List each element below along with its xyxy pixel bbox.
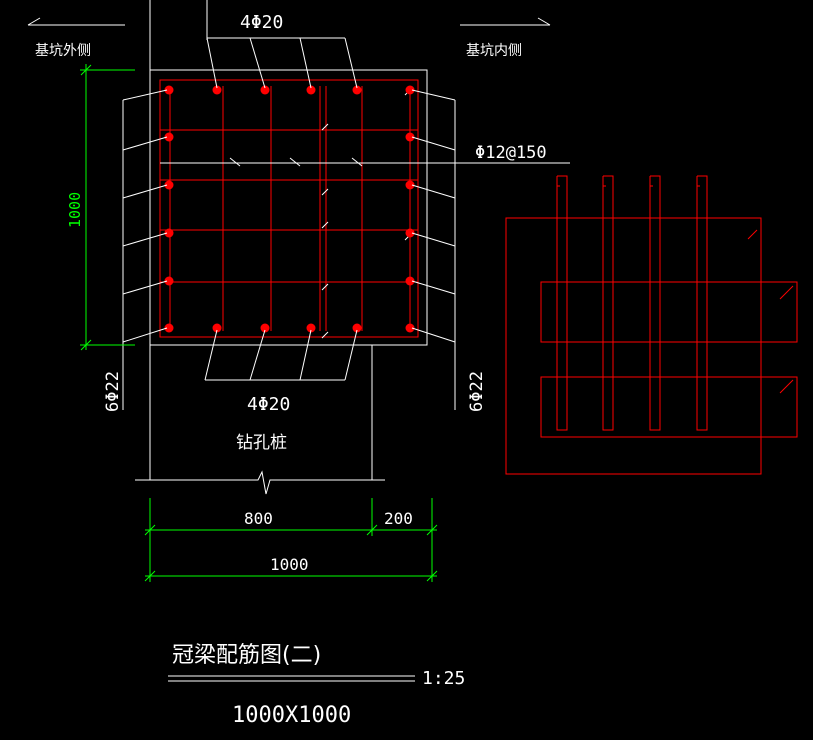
left-side-rebar-label: 6Φ22: [103, 371, 123, 412]
right-side-rebar-label: 6Φ22: [467, 371, 487, 412]
dim-800-label: 800: [244, 509, 273, 528]
rebar-detail-elevation: [505, 175, 798, 475]
pile-label: 钻孔桩: [236, 433, 287, 453]
pit-direction-arrows: [27, 17, 551, 26]
width-dimensions: [144, 498, 438, 582]
beam-section-outline: [149, 69, 428, 346]
left-side-leaders: [122, 89, 168, 410]
top-rebar-label: 4Φ20: [240, 12, 283, 33]
pit-outside-label: 基坑外侧: [35, 42, 91, 59]
rebar-cage: [159, 79, 419, 338]
drawing-title: 冠梁配筋图(二): [172, 643, 321, 668]
dim-200-label: 200: [384, 509, 413, 528]
stirrup-hooks: [229, 86, 414, 339]
bottom-rebar-leaders: [204, 329, 358, 381]
pile-outline: [135, 345, 385, 495]
title-underline: [168, 675, 415, 682]
height-dimension-label: 1000: [66, 192, 84, 228]
main-rebar-dots: [164, 85, 415, 333]
top-rebar-leaders: [206, 37, 358, 89]
drawing-size: 1000X1000: [232, 703, 351, 728]
height-dimension: [80, 64, 135, 351]
pit-inside-label: 基坑内侧: [466, 42, 522, 59]
stirrup-label: Φ12@150: [475, 143, 547, 163]
bottom-rebar-label: 4Φ20: [247, 394, 290, 415]
right-side-leaders: [411, 89, 456, 410]
column-lines: [149, 0, 208, 70]
drawing-scale: 1:25: [422, 668, 465, 689]
dim-total-label: 1000: [270, 555, 309, 574]
